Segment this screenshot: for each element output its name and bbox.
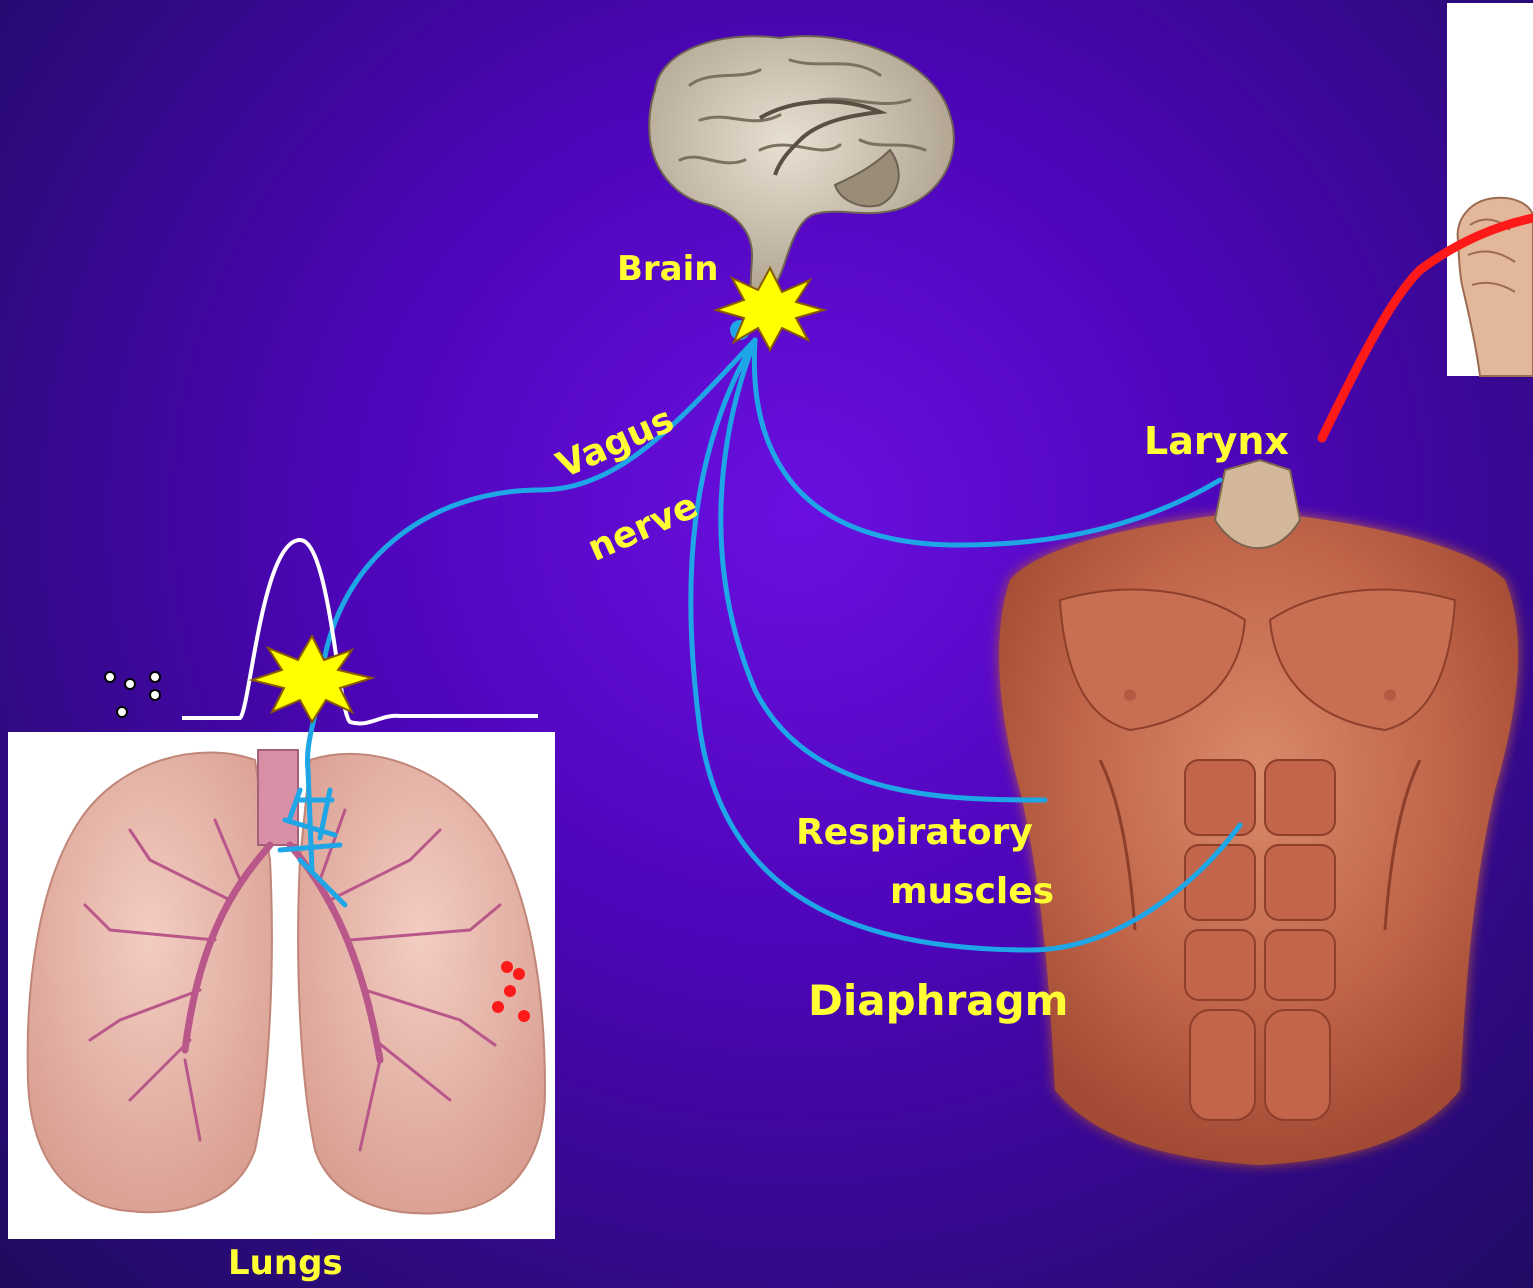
larynx-label: Larynx — [1144, 422, 1289, 460]
nerve-impulse-burst-icon — [716, 268, 824, 350]
lungs-label: Lungs — [228, 1246, 343, 1280]
respiratory-muscles-label-line1: Respiratory — [796, 815, 1033, 851]
nerve-impulse-burst-icon — [252, 636, 372, 722]
irritant-particles — [105, 672, 160, 717]
nerve-to-lungs — [307, 340, 755, 770]
torso-muscles-illustration — [999, 460, 1518, 1165]
brain-label: Brain — [617, 252, 719, 286]
respiratory-muscles-label-line2: muscles — [890, 874, 1054, 910]
cough-waveform — [182, 540, 538, 724]
diaphragm-label: Diaphragm — [808, 980, 1068, 1022]
nerve-to-respiratory-muscles — [721, 340, 1045, 800]
